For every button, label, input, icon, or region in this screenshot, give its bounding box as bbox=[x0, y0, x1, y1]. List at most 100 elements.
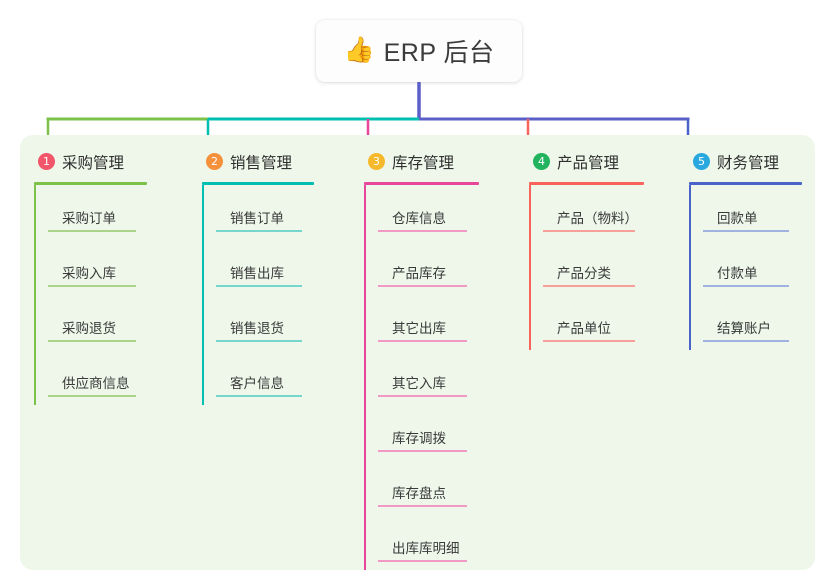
leaf-label: 采购入库 bbox=[62, 266, 116, 281]
leaf-list-3: 仓库信息产品库存其它出库其它入库库存调拨库存盘点出库库明细 bbox=[364, 185, 515, 570]
column-badge-5: 5 bbox=[693, 153, 710, 170]
leaf-rule bbox=[703, 340, 789, 342]
column-spine-5 bbox=[689, 185, 691, 350]
leaf-rule bbox=[48, 340, 136, 342]
leaf-item[interactable]: 其它入库 bbox=[378, 350, 515, 405]
leaf-label: 其它出库 bbox=[392, 321, 446, 336]
leaf-label: 客户信息 bbox=[230, 376, 284, 391]
column-header-2[interactable]: 2 销售管理 bbox=[188, 148, 350, 175]
leaf-rule bbox=[378, 230, 467, 232]
leaf-list-5: 回款单付款单结算账户 bbox=[689, 185, 815, 350]
leaf-label: 库存调拨 bbox=[392, 431, 446, 446]
leaf-rule bbox=[378, 285, 467, 287]
column-header-4[interactable]: 4 产品管理 bbox=[515, 148, 675, 175]
leaf-list-4: 产品（物料） 产品分类产品单位 bbox=[529, 185, 675, 350]
column-3: 3 库存管理仓库信息产品库存其它出库其它入库库存调拨库存盘点出库库明细 bbox=[350, 148, 515, 570]
leaf-item[interactable]: 库存调拨 bbox=[378, 405, 515, 460]
column-badge-4: 4 bbox=[533, 153, 550, 170]
leaf-item[interactable]: 库存盘点 bbox=[378, 460, 515, 515]
leaf-item[interactable]: 产品（物料） bbox=[543, 185, 675, 240]
leaf-item[interactable]: 采购入库 bbox=[48, 240, 188, 295]
thumbs-up-icon: 👍 bbox=[343, 35, 375, 64]
leaf-item[interactable]: 产品库存 bbox=[378, 240, 515, 295]
column-header-rule-1 bbox=[34, 182, 147, 185]
column-title-2: 销售管理 bbox=[230, 154, 293, 172]
leaf-rule bbox=[378, 505, 467, 507]
leaf-rule bbox=[48, 285, 136, 287]
leaf-item[interactable]: 供应商信息 bbox=[48, 350, 188, 405]
leaf-label: 销售出库 bbox=[230, 266, 284, 281]
leaf-label: 出库库明细 bbox=[392, 541, 460, 556]
leaf-rule bbox=[216, 340, 302, 342]
leaf-label: 库存盘点 bbox=[392, 486, 446, 501]
column-spine-2 bbox=[202, 185, 204, 405]
leaf-item[interactable]: 回款单 bbox=[703, 185, 815, 240]
leaf-rule bbox=[543, 230, 635, 232]
column-spine-3 bbox=[364, 185, 366, 570]
column-badge-3: 3 bbox=[368, 153, 385, 170]
leaf-label: 产品分类 bbox=[557, 266, 611, 281]
column-spine-1 bbox=[34, 185, 36, 405]
leaf-item[interactable]: 销售出库 bbox=[216, 240, 350, 295]
leaf-label: 付款单 bbox=[717, 266, 758, 281]
leaf-label: 采购退货 bbox=[62, 321, 116, 336]
column-header-3[interactable]: 3 库存管理 bbox=[350, 148, 515, 175]
leaf-item[interactable]: 采购订单 bbox=[48, 185, 188, 240]
leaf-rule bbox=[216, 395, 302, 397]
leaf-label: 其它入库 bbox=[392, 376, 446, 391]
leaf-item[interactable]: 客户信息 bbox=[216, 350, 350, 405]
leaf-item[interactable]: 出库库明细 bbox=[378, 515, 515, 570]
leaf-label: 产品单位 bbox=[557, 321, 611, 336]
leaf-label: 产品库存 bbox=[392, 266, 446, 281]
root-title: ERP 后台 bbox=[383, 39, 495, 67]
column-spine-4 bbox=[529, 185, 531, 350]
leaf-item[interactable]: 付款单 bbox=[703, 240, 815, 295]
leaf-rule bbox=[378, 560, 467, 562]
column-header-rule-4 bbox=[529, 182, 644, 185]
column-badge-1: 1 bbox=[38, 153, 55, 170]
leaf-item[interactable]: 产品单位 bbox=[543, 295, 675, 350]
diagram-panel: 1 采购管理采购订单采购入库采购退货供应商信息 2 销售管理销售订单销售出库销售退货客… bbox=[20, 135, 815, 570]
leaf-item[interactable]: 采购退货 bbox=[48, 295, 188, 350]
column-title-1: 采购管理 bbox=[62, 154, 125, 172]
leaf-list-2: 销售订单销售出库销售退货客户信息 bbox=[202, 185, 350, 405]
leaf-rule bbox=[48, 230, 136, 232]
leaf-label: 回款单 bbox=[717, 211, 758, 226]
leaf-rule bbox=[378, 450, 467, 452]
column-header-rule-5 bbox=[689, 182, 802, 185]
column-1: 1 采购管理采购订单采购入库采购退货供应商信息 bbox=[20, 148, 188, 570]
leaf-rule bbox=[48, 395, 136, 397]
leaf-rule bbox=[216, 285, 302, 287]
leaf-label: 销售订单 bbox=[230, 211, 284, 226]
leaf-rule bbox=[703, 230, 789, 232]
leaf-item[interactable]: 销售订单 bbox=[216, 185, 350, 240]
column-badge-2: 2 bbox=[206, 153, 223, 170]
leaf-item[interactable]: 产品分类 bbox=[543, 240, 675, 295]
column-header-5[interactable]: 5 财务管理 bbox=[675, 148, 815, 175]
leaf-rule bbox=[216, 230, 302, 232]
column-4: 4 产品管理产品（物料） 产品分类产品单位 bbox=[515, 148, 675, 570]
column-header-rule-3 bbox=[364, 182, 479, 185]
leaf-item[interactable]: 结算账户 bbox=[703, 295, 815, 350]
leaf-rule bbox=[543, 340, 635, 342]
leaf-label: 销售退货 bbox=[230, 321, 284, 336]
column-title-5: 财务管理 bbox=[717, 154, 780, 172]
leaf-rule bbox=[543, 285, 635, 287]
leaf-rule bbox=[378, 395, 467, 397]
column-header-1[interactable]: 1 采购管理 bbox=[20, 148, 188, 175]
leaf-label: 仓库信息 bbox=[392, 211, 446, 226]
leaf-item[interactable]: 仓库信息 bbox=[378, 185, 515, 240]
column-5: 5 财务管理回款单付款单结算账户 bbox=[675, 148, 815, 570]
column-title-4: 产品管理 bbox=[557, 154, 620, 172]
leaf-rule bbox=[703, 285, 789, 287]
leaf-item[interactable]: 销售退货 bbox=[216, 295, 350, 350]
leaf-label: 产品（物料） bbox=[557, 211, 638, 226]
leaf-rule bbox=[378, 340, 467, 342]
leaf-label: 采购订单 bbox=[62, 211, 116, 226]
leaf-list-1: 采购订单采购入库采购退货供应商信息 bbox=[34, 185, 188, 405]
column-header-rule-2 bbox=[202, 182, 314, 185]
leaf-label: 结算账户 bbox=[717, 321, 771, 336]
leaf-item[interactable]: 其它出库 bbox=[378, 295, 515, 350]
root-node[interactable]: 👍 ERP 后台 bbox=[316, 20, 522, 82]
column-title-3: 库存管理 bbox=[392, 154, 455, 172]
